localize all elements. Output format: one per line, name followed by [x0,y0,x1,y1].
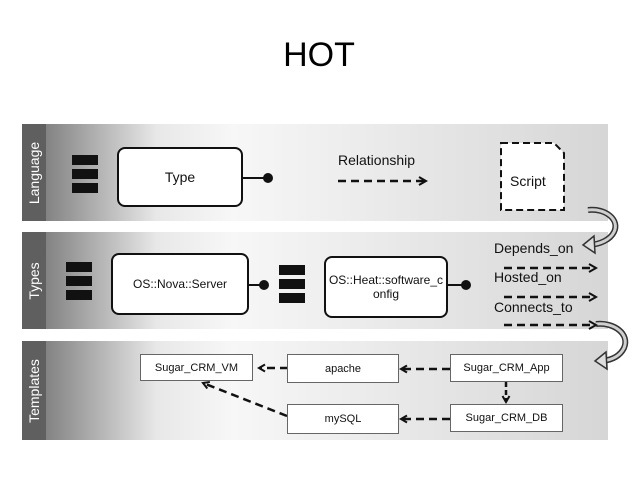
software-config-label: OS::Heat::software_c onfig [328,273,444,301]
type-node: Type [117,147,243,207]
types-to-templates-arrowhead [593,350,608,371]
type-node-label: Type [164,169,196,185]
server-port-3 [66,290,92,300]
templates-band-label: Templates [22,341,46,440]
apache-label: apache [324,362,362,375]
type-requirement-dot [263,173,273,183]
hosted-on-label: Hosted_on [494,269,562,285]
types-band-label: Types [22,232,46,329]
relationship-label: Relationship [338,152,416,168]
connects-to-label: Connects_to [494,299,573,315]
mysql-node: mySQL [287,404,399,434]
type-port-2 [72,169,98,179]
software-config-port-3 [279,293,305,303]
software-config-requirement-dot [461,280,471,290]
slide-title: HOT [283,36,355,74]
language-to-types-arrow [587,208,617,247]
server-port-1 [66,262,92,272]
nova-server-label: OS::Nova::Server [132,277,228,291]
depends-on-label: Depends_on [494,240,574,256]
sugar-crm-db-label: Sugar_CRM_DB [465,412,548,424]
software-config-node: OS::Heat::software_c onfig [324,256,448,318]
nova-server-node: OS::Nova::Server [111,253,249,315]
server-port-2 [66,276,92,286]
mysql-label: mySQL [324,413,362,425]
type-port-3 [72,183,98,193]
sugar-crm-app-node: Sugar_CRM_App [450,354,563,382]
type-port-1 [72,155,98,165]
script-label: Script [510,173,546,189]
script-shape [500,142,565,211]
types-to-templates-arrow [595,320,629,364]
apache-node: apache [287,354,399,383]
language-band-label: Language [22,124,46,221]
sugar-crm-db-node: Sugar_CRM_DB [450,404,563,432]
sugar-crm-vm-label: Sugar_CRM_VM [154,361,239,374]
sugar-crm-app-label: Sugar_CRM_App [463,362,550,374]
server-requirement-dot [259,280,269,290]
sugar-crm-vm-node: Sugar_CRM_VM [140,354,253,381]
software-config-port-1 [279,265,305,275]
software-config-port-2 [279,279,305,289]
types-to-templates-arrow [595,322,627,363]
mysql-to-vm-arrow [201,380,288,418]
language-to-types-arrowhead [581,234,596,255]
